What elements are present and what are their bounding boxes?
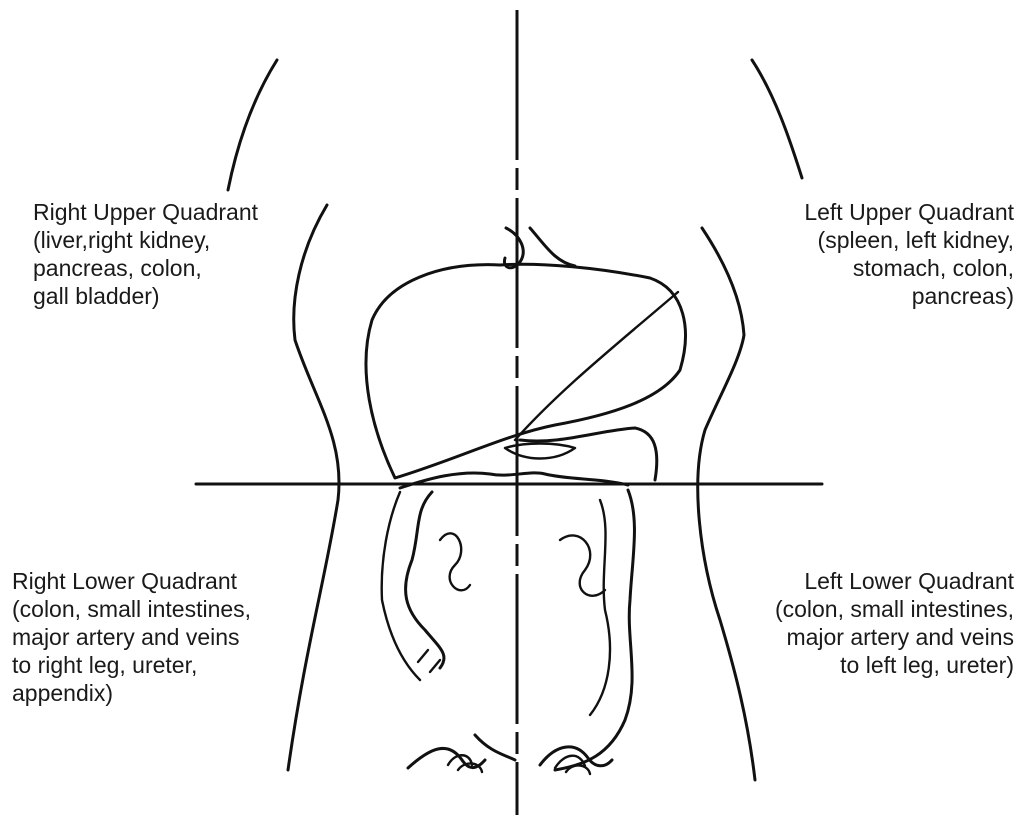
descending-colon-inner (590, 500, 610, 715)
esophagus-curl (504, 228, 523, 268)
torso-outline-left-flank (698, 228, 755, 780)
liver-lobe-divide (515, 292, 678, 440)
right-lower-quadrant-line: to right leg, ureter, (12, 651, 251, 679)
right-upper-quadrant-line: pancreas, colon, (33, 254, 258, 282)
torso-outline-right-flank (288, 205, 339, 770)
left-lower-quadrant-line: major artery and veins (775, 623, 1014, 651)
right-upper-quadrant-title: Right Upper Quadrant (33, 198, 258, 226)
left-upper-quadrant-line: (spleen, left kidney, (804, 226, 1014, 254)
small-intestine-loop-right (440, 533, 470, 590)
right-upper-quadrant-line: (liver,right kidney, (33, 226, 258, 254)
right-upper-quadrant-label: Right Upper Quadrant (liver,right kidney… (33, 198, 258, 310)
transverse-colon (400, 473, 628, 488)
right-lower-quadrant-line: (colon, small intestines, (12, 595, 251, 623)
torso-outline-upper-left-side (752, 60, 802, 178)
left-lower-quadrant-label: Left Lower Quadrant (colon, small intest… (775, 567, 1014, 679)
stomach-upper-curve (530, 228, 575, 266)
left-upper-quadrant-title: Left Upper Quadrant (804, 198, 1014, 226)
ascending-colon (406, 492, 444, 668)
left-upper-quadrant-line: stomach, colon, (804, 254, 1014, 282)
left-lower-quadrant-line: (colon, small intestines, (775, 595, 1014, 623)
left-upper-quadrant-label: Left Upper Quadrant (spleen, left kidney… (804, 198, 1014, 310)
left-lower-quadrant-line: to left leg, ureter) (775, 651, 1014, 679)
liver-outline (366, 264, 685, 478)
appendix-stub (418, 650, 440, 672)
pelvic-structure-right (408, 748, 485, 768)
torso-outline-upper-right-side (228, 60, 277, 190)
right-lower-quadrant-line: major artery and veins (12, 623, 251, 651)
right-lower-quadrant-title: Right Lower Quadrant (12, 567, 251, 595)
sigmoid-colon (475, 735, 515, 760)
ascending-colon-inner (382, 492, 420, 680)
pelvic-structure-right-inner (448, 755, 482, 772)
left-upper-quadrant-line: pancreas) (804, 282, 1014, 310)
left-lower-quadrant-title: Left Lower Quadrant (775, 567, 1014, 595)
small-intestine-loop-left (560, 535, 605, 595)
right-upper-quadrant-line: gall bladder) (33, 282, 258, 310)
descending-colon (555, 490, 634, 770)
right-lower-quadrant-line: appendix) (12, 679, 251, 707)
right-lower-quadrant-label: Right Lower Quadrant (colon, small intes… (12, 567, 251, 707)
